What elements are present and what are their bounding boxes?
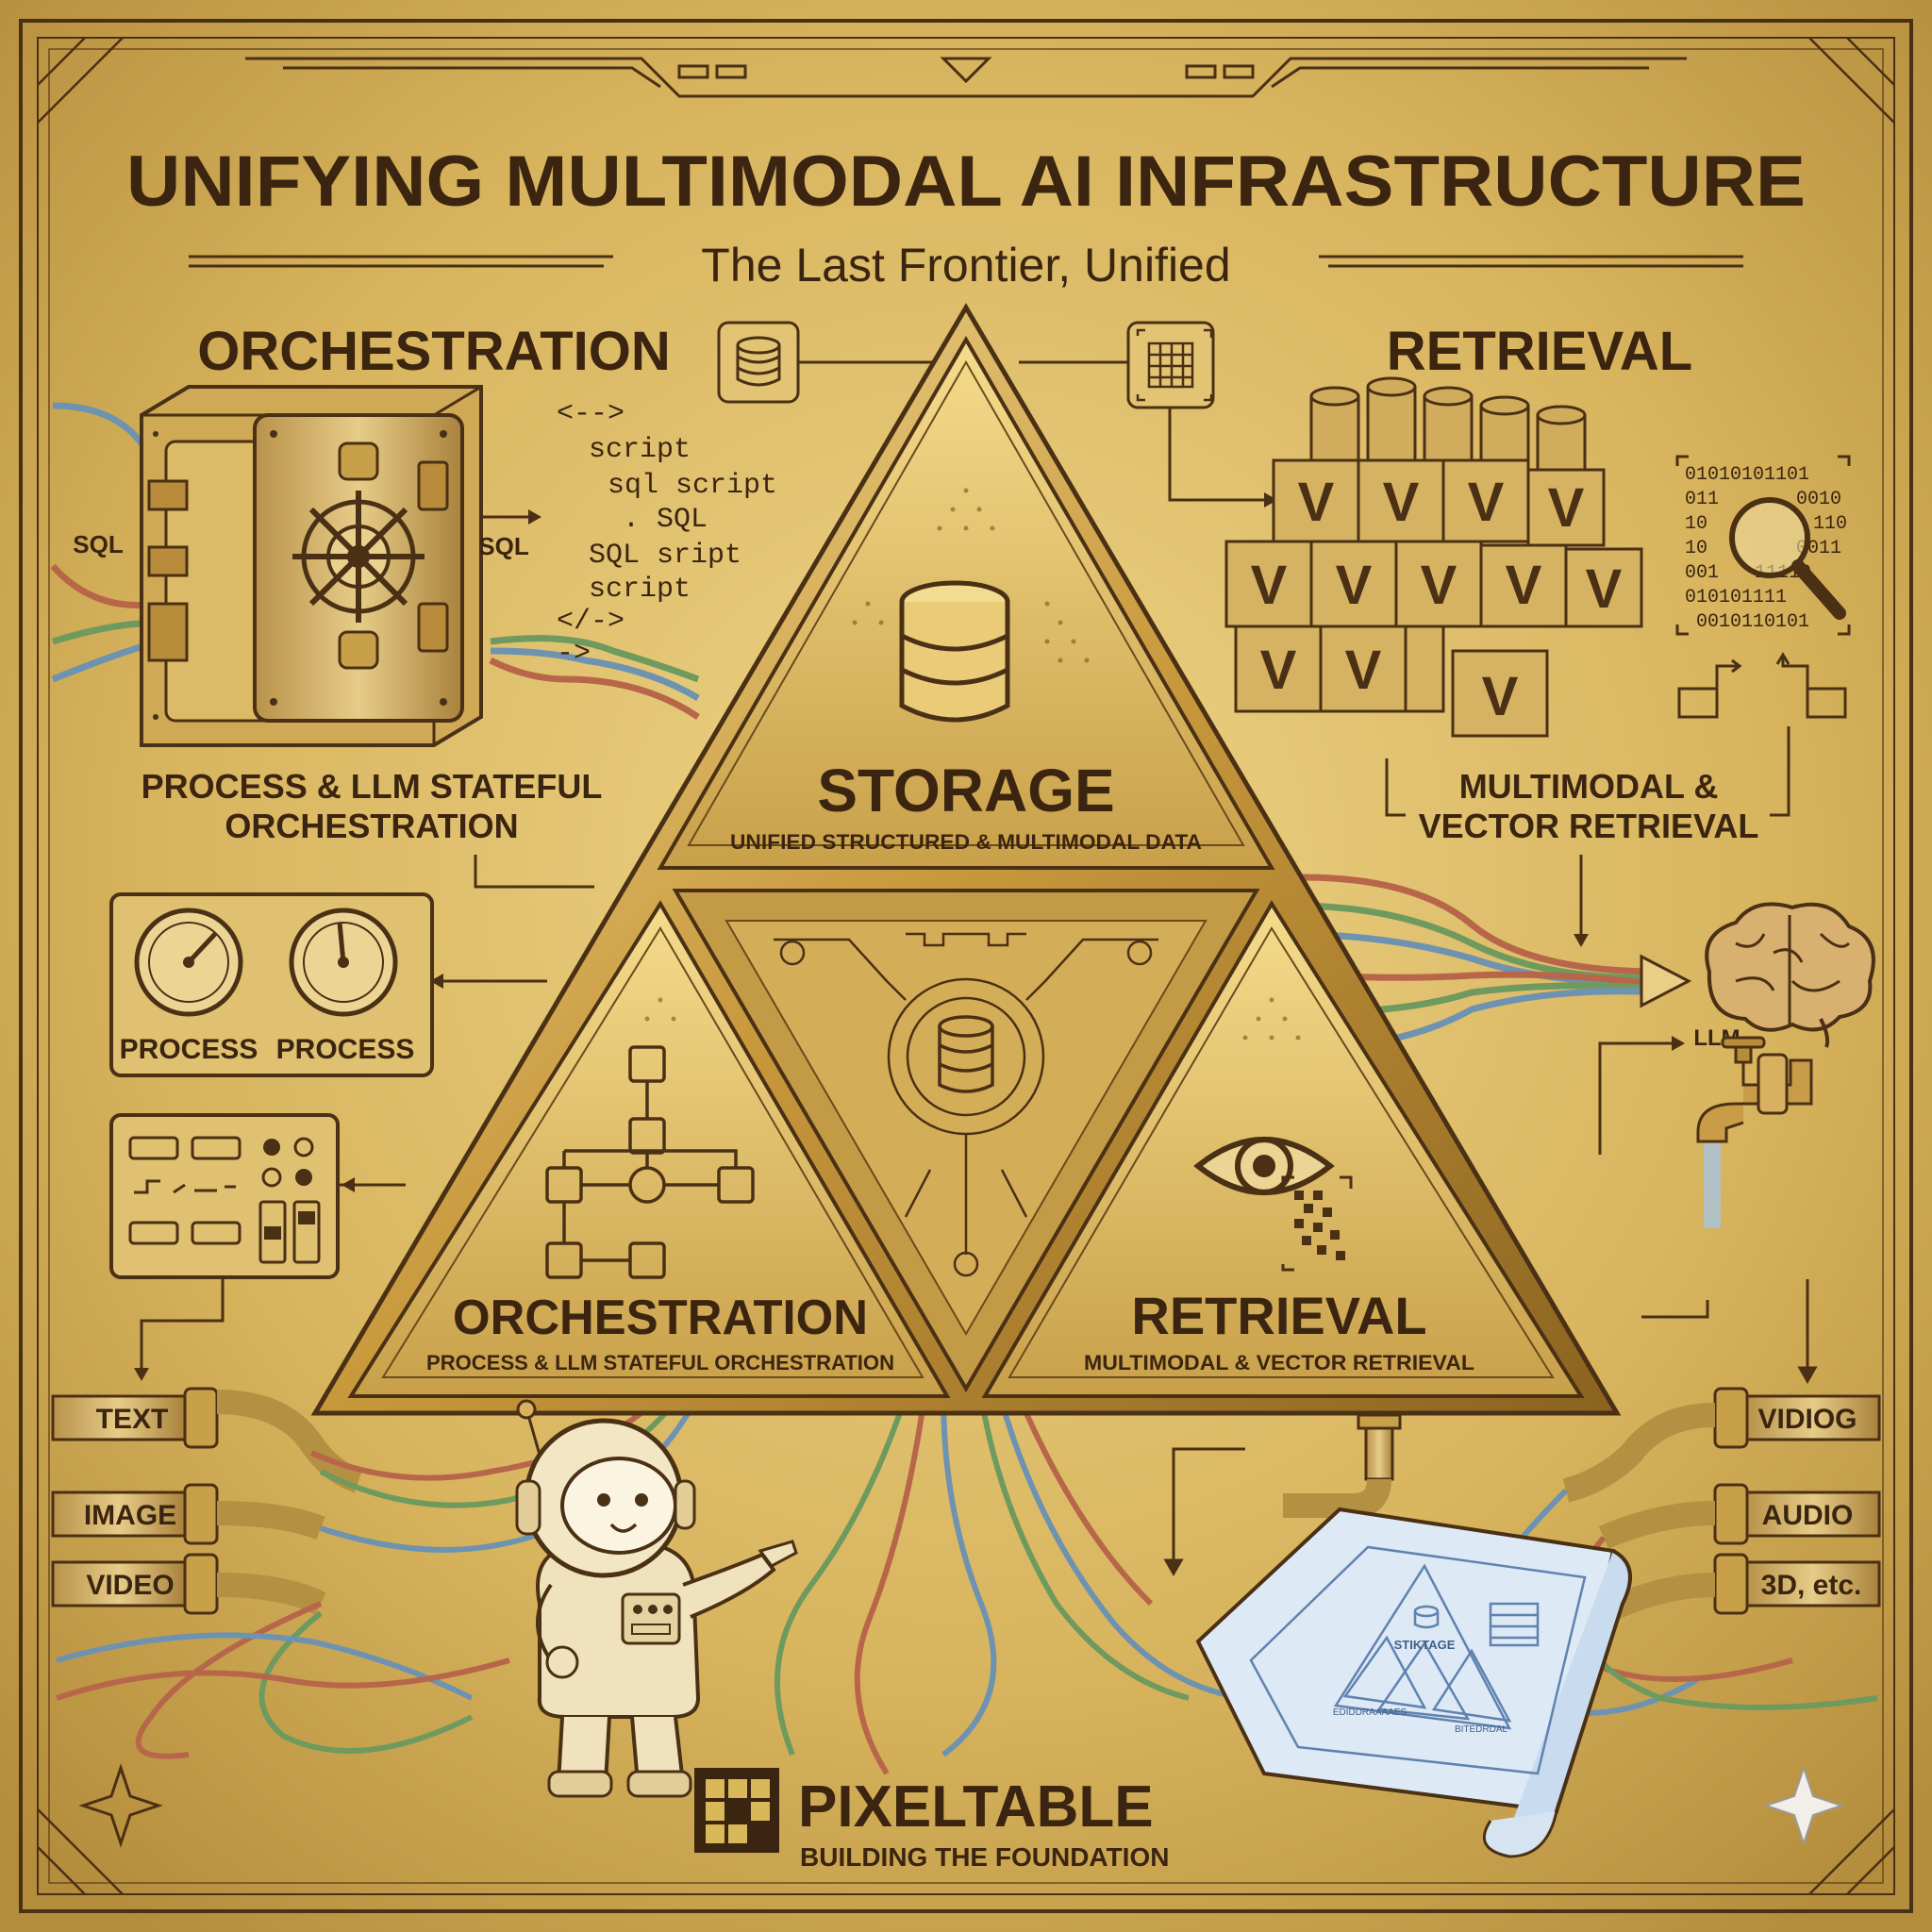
code-line: . SQL <box>623 504 708 536</box>
storage-title: STORAGE <box>817 757 1114 824</box>
pipe-label-text: TEXT <box>96 1404 169 1435</box>
binary-panel: 01010101101 011 0010 10 110 10 0011 001 … <box>1675 455 1851 719</box>
astronaut-mascot <box>515 1399 798 1798</box>
retrieval-caption-1: MULTIMODAL & <box>1459 767 1719 806</box>
tri-retrieval-title: RETRIEVAL <box>1131 1286 1426 1345</box>
sparkle-icon <box>78 1763 163 1848</box>
binary-line: 011 <box>1685 489 1719 510</box>
code-line: </-> <box>557 606 625 638</box>
magnifier-icon <box>1729 497 1846 620</box>
brain-icon <box>1705 902 1875 1048</box>
svg-text:V: V <box>1336 555 1373 616</box>
binary-line: 0010110101 <box>1696 611 1809 633</box>
center-database-icon <box>938 1015 994 1093</box>
code-line: -> <box>557 638 591 670</box>
top-deco-bar <box>245 57 1687 98</box>
sparkle-icon <box>1762 1764 1845 1847</box>
code-snippet: <--> script sql script . SQL SQL sript s… <box>557 398 777 670</box>
llm-arrow <box>1640 954 1692 1008</box>
code-line: SQL sript <box>589 540 741 572</box>
code-line: script <box>589 574 691 606</box>
retrieval-heading: RETRIEVAL <box>1387 321 1692 382</box>
binary-line: 10 <box>1685 513 1707 535</box>
svg-text:V: V <box>1298 472 1335 533</box>
flowchart-icon <box>545 1045 755 1279</box>
orchestration-heading: ORCHESTRATION <box>197 321 671 382</box>
svg-text:V: V <box>1251 555 1288 616</box>
inner-frame-2 <box>48 48 1884 1884</box>
gauges-panel <box>109 892 547 1077</box>
triforce <box>310 303 1622 1416</box>
blueprint-top-label: STIKTAGE <box>1394 1638 1456 1652</box>
svg-text:V: V <box>1586 558 1623 620</box>
blueprint-right-label: BITEDRDAL <box>1455 1724 1508 1735</box>
table-icon <box>1136 328 1213 402</box>
inner-frame <box>37 37 1895 1895</box>
subtitle-rule <box>189 255 1743 268</box>
gauge-right-label: PROCESS <box>276 1034 415 1065</box>
orchestration-caption-2: ORCHESTRATION <box>225 807 518 845</box>
pipe-label-3d: 3D, etc. <box>1761 1570 1862 1601</box>
vault-label-right: SQL <box>478 532 529 560</box>
binary-line: 001 <box>1685 562 1719 584</box>
storage-subtitle: UNIFIED STRUCTURED & MULTIMODAL DATA <box>730 830 1202 854</box>
brand-tagline: BUILDING THE FOUNDATION <box>800 1842 1169 1872</box>
gauge-left-label: PROCESS <box>120 1034 258 1065</box>
svg-text:V: V <box>1383 472 1420 533</box>
table-icon-box <box>1019 321 1277 508</box>
pipe-riser <box>1283 1411 1402 1518</box>
database-icon <box>736 336 781 387</box>
vault-label-left: SQL <box>73 530 124 558</box>
code-line: script <box>589 434 691 466</box>
svg-text:V: V <box>1421 555 1457 616</box>
pipes-left <box>51 1387 363 1615</box>
pipe-label-audio: AUDIO <box>1762 1500 1854 1531</box>
binary-line: 01010101101 <box>1685 464 1809 486</box>
pipe-label-video: VIDEO <box>86 1570 174 1601</box>
faucet-icon <box>1598 1036 1813 1228</box>
blueprint-scroll: STIKTAGE EDIDDRAAAAES BITEDRDAL <box>1195 1507 1632 1858</box>
svg-text:V: V <box>1548 477 1585 539</box>
tri-orchestration-title: ORCHESTRATION <box>453 1291 868 1345</box>
blueprint-left-label: EDIDDRAAAAES <box>1333 1707 1407 1718</box>
svg-text:V: V <box>1345 640 1382 701</box>
control-panel <box>109 1113 406 1381</box>
outer-frame <box>19 19 1913 1913</box>
binary-line: 110 <box>1813 513 1847 535</box>
pipes-right <box>1562 1387 1881 1624</box>
storage-database-icon <box>899 580 1010 723</box>
svg-text:V: V <box>1468 472 1505 533</box>
orchestration-caption-1: PROCESS & LLM STATEFUL <box>142 767 603 806</box>
svg-text:V: V <box>1506 555 1542 616</box>
retrieval-bracket <box>1385 758 1790 817</box>
code-line: <--> <box>557 398 625 430</box>
tri-retrieval-subtitle: MULTIMODAL & VECTOR RETRIEVAL <box>1084 1351 1474 1374</box>
pipe-label-image: IMAGE <box>84 1500 176 1531</box>
vault-illustration <box>50 385 700 747</box>
brand-name: PIXELTABLE <box>798 1774 1154 1840</box>
page-subtitle: The Last Frontier, Unified <box>701 239 1230 291</box>
pipe-label-vidiog: VIDIOG <box>1757 1404 1857 1435</box>
orchestration-connector <box>474 855 594 889</box>
binary-line: 010101111 <box>1685 587 1787 608</box>
binary-line: 10 <box>1685 538 1707 559</box>
eye-icon <box>1193 1137 1353 1272</box>
svg-text:V: V <box>1260 640 1297 701</box>
binary-line: 0010 <box>1796 489 1841 510</box>
retrieval-caption-2: VECTOR RETRIEVAL <box>1419 807 1759 845</box>
hierarchy-icons <box>1677 652 1847 719</box>
page-title: UNIFYING MULTIMODAL AI INFRASTRUCTURE <box>126 142 1806 222</box>
corner-ornaments <box>37 37 1895 1895</box>
svg-text:V: V <box>1482 666 1519 727</box>
tri-orchestration-subtitle: PROCESS & LLM STATEFUL ORCHESTRATION <box>426 1351 894 1374</box>
pixeltable-logo-icon <box>694 1768 779 1853</box>
database-icon-box <box>717 321 934 404</box>
code-line: sql script <box>608 470 777 502</box>
